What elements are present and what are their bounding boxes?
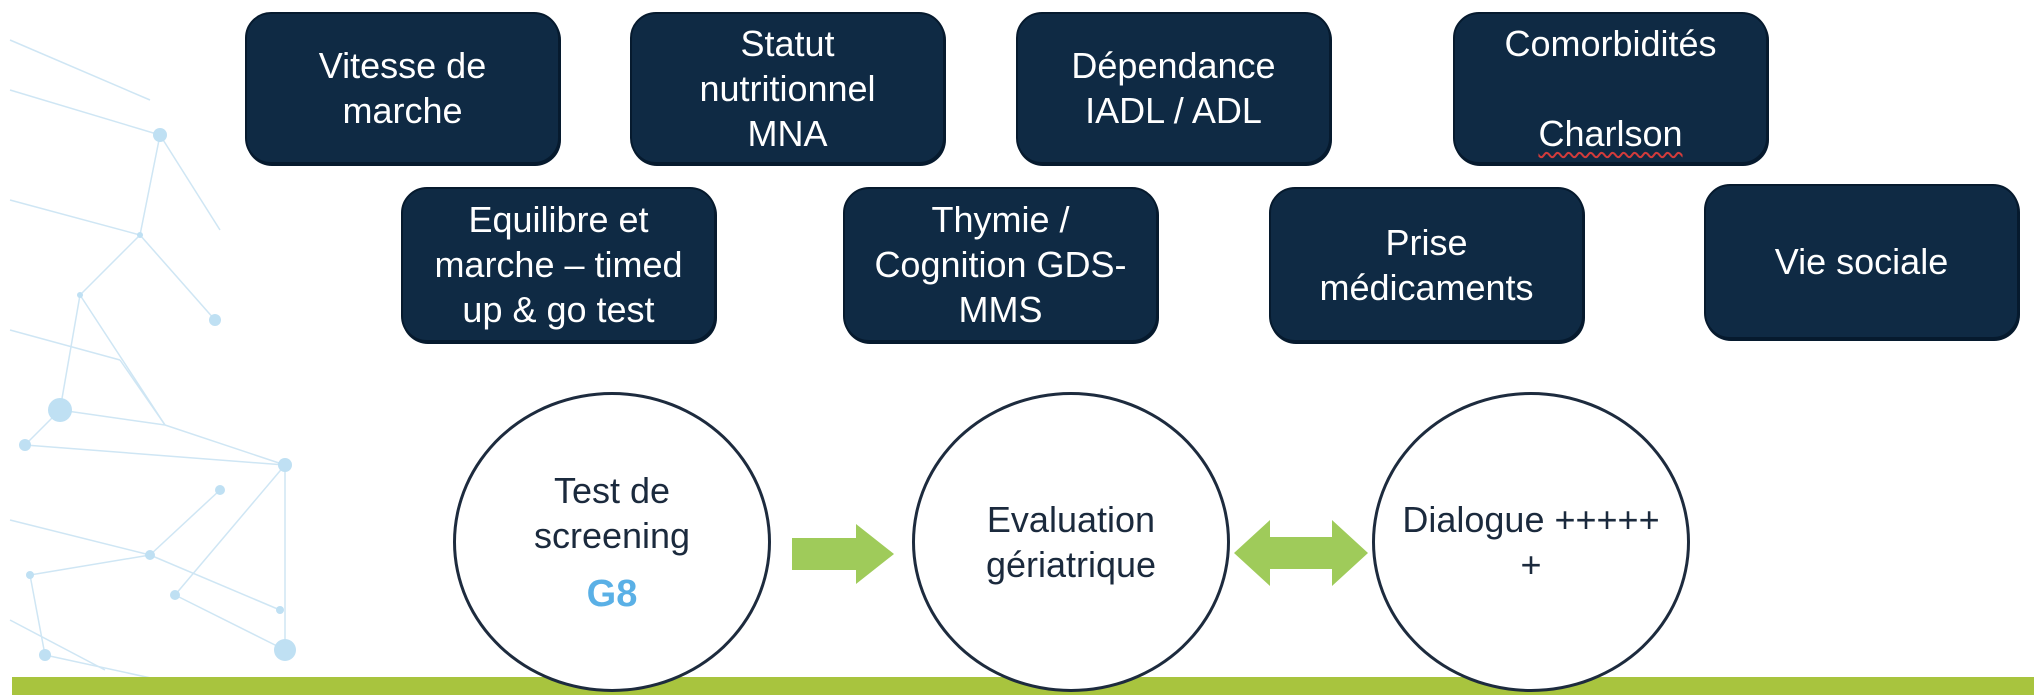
- box-dependance: Dépendance IADL / ADL: [1016, 12, 1331, 164]
- box-equilibre-et-marche: Equilibre et marche – timed up & go test: [401, 187, 716, 342]
- circle-evaluation-geriatrique-label: Evaluation gériatrique: [985, 499, 1157, 585]
- double-arrow-icon: [1234, 520, 1368, 586]
- box-vitesse-de-marche: Vitesse de marche: [245, 12, 560, 164]
- circle-dialogue-label: Dialogue +++++ +: [1402, 499, 1660, 585]
- box-statut-nutritionnel: Statut nutritionnel MNA: [630, 12, 945, 164]
- circle-test-de-screening: Test de screening G8: [453, 392, 771, 692]
- box-comorbidites-line1: Comorbidités: [1504, 22, 1717, 64]
- box-comorbidites: Comorbidités Charlson: [1453, 12, 1768, 164]
- circle-dialogue: Dialogue +++++ +: [1372, 392, 1690, 692]
- box-comorbidites-line2: Charlson: [1538, 112, 1683, 154]
- network-decoration: [9, 39, 296, 681]
- circle-test-de-screening-label: Test de screening: [533, 469, 691, 556]
- box-vie-sociale: Vie sociale: [1704, 184, 2019, 339]
- circle-evaluation-geriatrique: Evaluation gériatrique: [912, 392, 1230, 692]
- g8-badge: G8: [586, 572, 638, 615]
- box-thymie-cognition: Thymie / Cognition GDS- MMS: [843, 187, 1158, 342]
- box-prise-medicaments: Prise médicaments: [1269, 187, 1584, 342]
- arrow-right-icon: [792, 524, 894, 584]
